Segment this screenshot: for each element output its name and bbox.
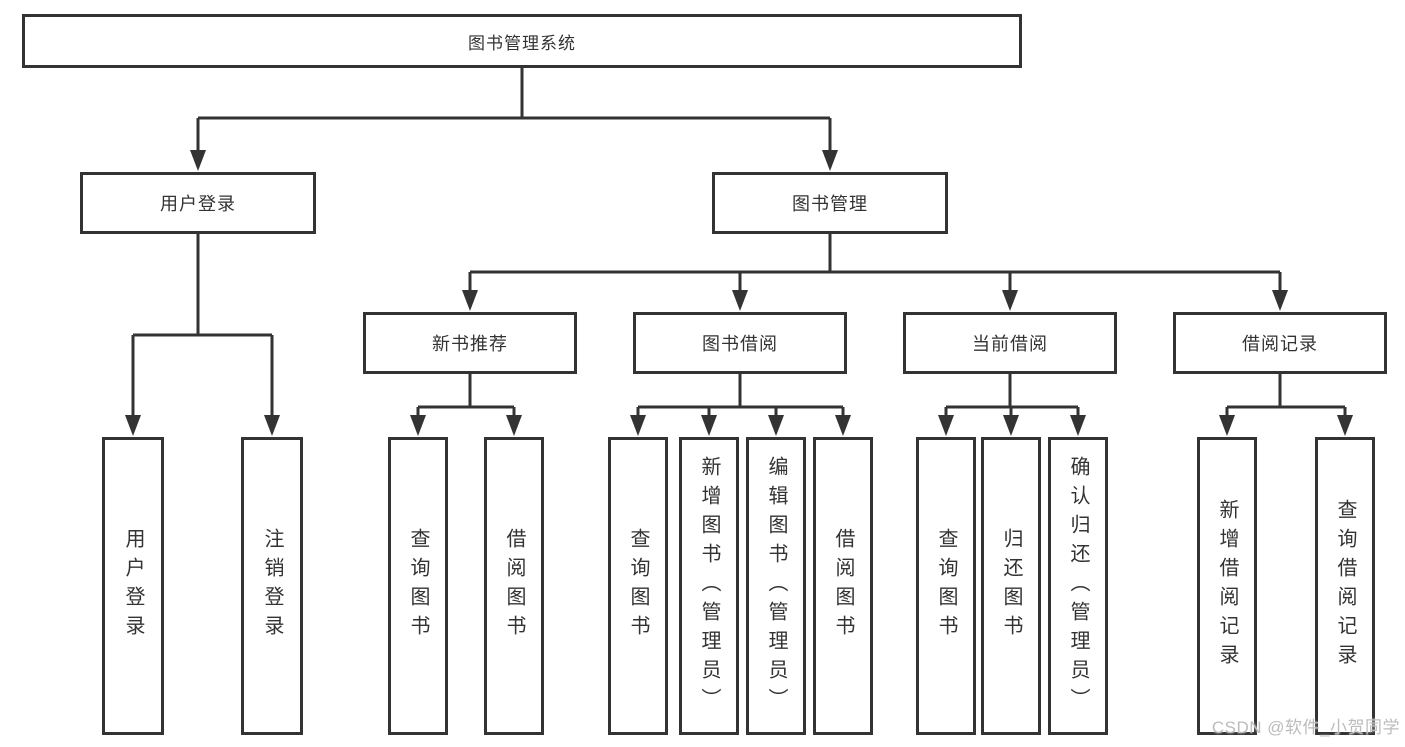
node-label: 查询图书 <box>935 528 957 644</box>
node-label: 注销登录 <box>261 528 283 644</box>
node-borrow-record: 借阅记录 <box>1173 312 1387 374</box>
node-label: 借阅记录 <box>1242 334 1318 354</box>
watermark: CSDN @软件_小贺同学 <box>1211 718 1400 737</box>
node-label: 归还图书 <box>1000 528 1022 644</box>
node-system-root: 图书管理系统 <box>22 14 1022 68</box>
node-label: 当前借阅 <box>972 334 1048 354</box>
node-user-login: 用户登录 <box>80 172 316 234</box>
node-label: 图书管理系统 <box>468 33 576 53</box>
edge-new-book-rec-children <box>410 374 522 436</box>
leaf-user-login: 用户登录 <box>102 437 164 735</box>
node-label: 查询借阅记录 <box>1334 499 1356 673</box>
leaf-add-borrow-record: 新增借阅记录 <box>1197 437 1257 735</box>
leaf-edit-book-admin: 编辑图书（管理员） <box>746 437 806 735</box>
node-current-borrow: 当前借阅 <box>903 312 1117 374</box>
leaf-borrow-books-recommend: 借阅图书 <box>484 437 544 735</box>
node-label: 图书管理 <box>792 194 868 214</box>
edge-book-mgmt-children <box>462 234 1288 311</box>
node-book-borrow: 图书借阅 <box>633 312 847 374</box>
node-label: 查询图书 <box>407 528 429 644</box>
leaf-query-borrow-record: 查询借阅记录 <box>1315 437 1375 735</box>
leaf-return-book: 归还图书 <box>981 437 1041 735</box>
node-label: 确认归还（管理员） <box>1067 455 1089 717</box>
node-label: 用户登录 <box>160 194 236 214</box>
node-label: 新书推荐 <box>432 334 508 354</box>
node-label: 图书借阅 <box>702 334 778 354</box>
node-label: 借阅图书 <box>832 528 854 644</box>
leaf-add-book-admin: 新增图书（管理员） <box>679 437 739 735</box>
node-label: 编辑图书（管理员） <box>765 455 787 717</box>
node-book-management: 图书管理 <box>712 172 948 234</box>
edge-current-borrow-children <box>938 374 1086 436</box>
node-label: 用户登录 <box>122 528 144 644</box>
leaf-borrow-books: 借阅图书 <box>813 437 873 735</box>
node-label: 查询图书 <box>627 528 649 644</box>
node-new-book-recommend: 新书推荐 <box>363 312 577 374</box>
leaf-query-books-current: 查询图书 <box>916 437 976 735</box>
leaf-query-books-recommend: 查询图书 <box>388 437 448 735</box>
node-label: 新增借阅记录 <box>1216 499 1238 673</box>
edge-root-to-level2 <box>190 68 838 171</box>
edge-book-borrow-children <box>630 374 851 436</box>
node-label: 新增图书（管理员） <box>698 455 720 717</box>
leaf-logout: 注销登录 <box>241 437 303 735</box>
leaf-query-books-borrow: 查询图书 <box>608 437 668 735</box>
leaf-confirm-return-admin: 确认归还（管理员） <box>1048 437 1108 735</box>
edge-user-login-children <box>125 234 280 436</box>
node-label: 借阅图书 <box>503 528 525 644</box>
edge-borrow-record-children <box>1219 374 1353 436</box>
